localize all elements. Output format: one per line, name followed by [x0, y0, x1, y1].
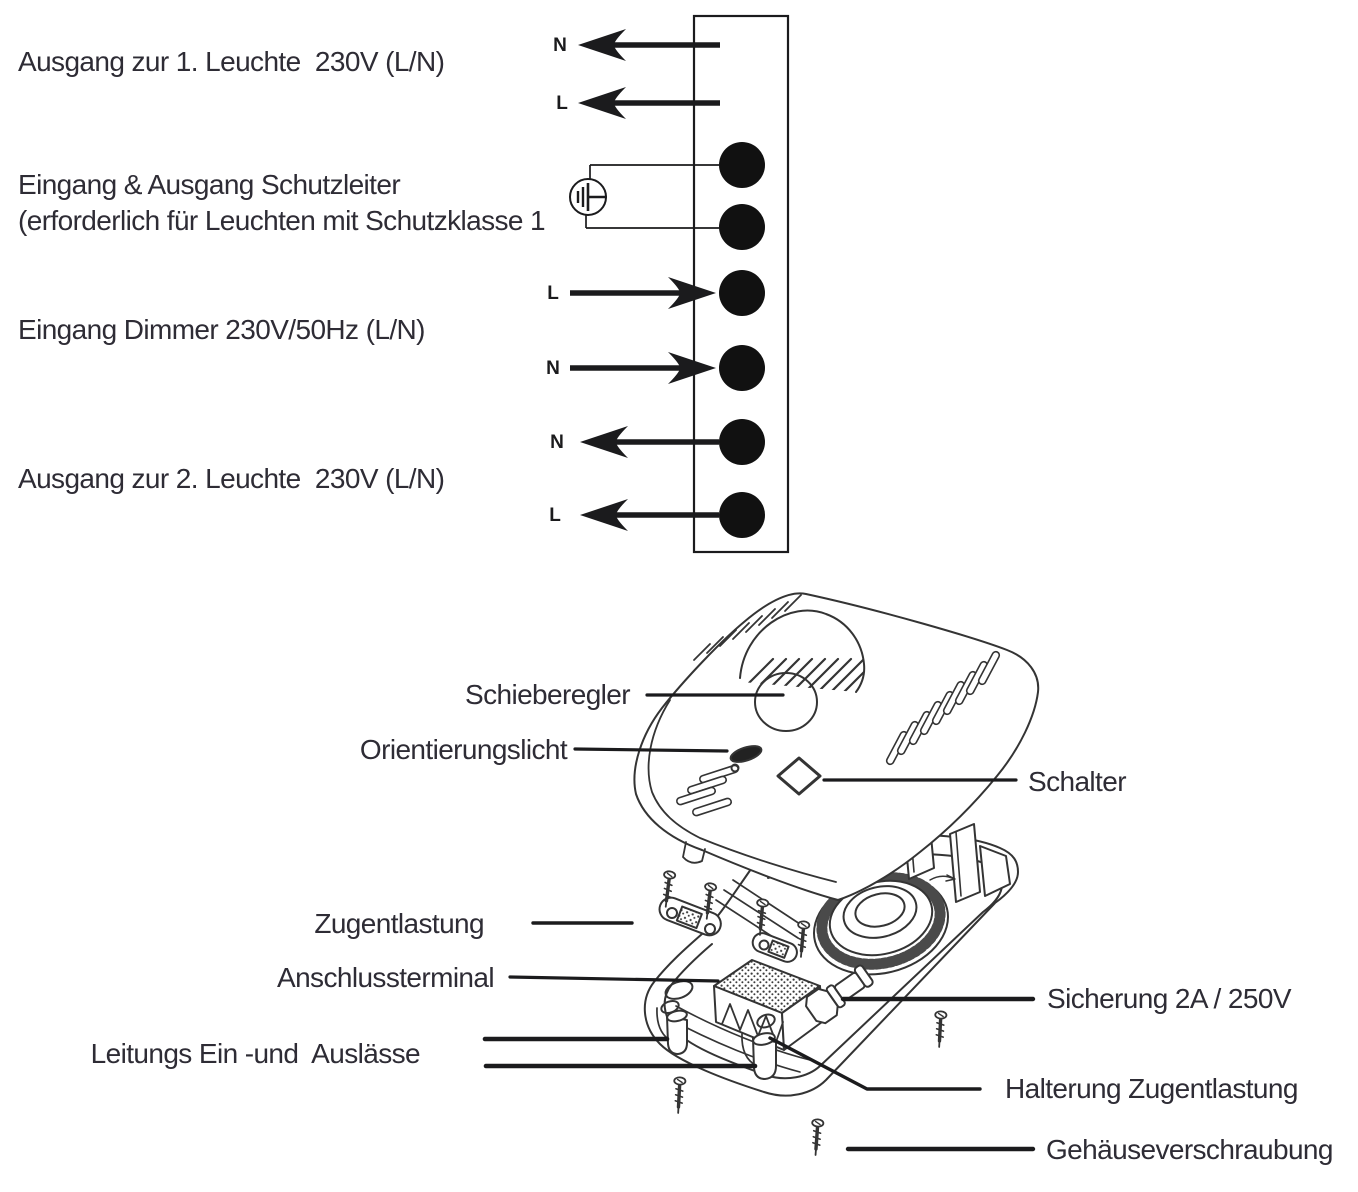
label-housing-screw: Gehäuseverschraubung [1046, 1134, 1333, 1165]
terminal-dot [719, 270, 765, 316]
terminal-dot [719, 492, 765, 538]
label-earth-line1: Eingang & Ausgang Schutzleiter [18, 169, 401, 200]
leader-lines [482, 693, 1036, 1152]
label-slider: Schieberegler [465, 679, 631, 710]
terminal-dot [719, 345, 765, 391]
switch-hole [776, 756, 822, 796]
leader-orientation-light [573, 747, 729, 753]
housing-screw [931, 1009, 949, 1049]
fuse [805, 964, 874, 1025]
housing-screw [808, 1117, 826, 1158]
indicator-dot [730, 763, 740, 773]
terminal-dots [719, 142, 765, 538]
terminal-dot [719, 419, 765, 465]
label-orientation-light: Orientierungslicht [359, 734, 568, 765]
device-drawing [482, 592, 1040, 1158]
label-output2: Ausgang zur 2. Leuchte 230V (L/N) [18, 463, 445, 494]
leader-strain-relief-mount [768, 1036, 982, 1091]
middle-clamp [751, 932, 798, 963]
terminal-dot [719, 204, 765, 250]
leader-terminal [508, 975, 720, 983]
label-cable-io: Leitungs Ein -und Auslässe [90, 1038, 421, 1069]
vent-slats-right [885, 650, 1001, 766]
conductor-arrows [570, 42, 720, 518]
conductor-label-l3: L [549, 505, 561, 526]
label-terminal: Anschlussterminal [277, 962, 495, 993]
floor-arrow-mark [929, 874, 956, 882]
label-input-dimmer: Eingang Dimmer 230V/50Hz (L/N) [18, 314, 425, 345]
strain-relief-clamp [658, 896, 722, 937]
conductor-label-n3: N [550, 432, 564, 453]
label-strain-relief: Zugentlastung [314, 908, 484, 939]
slider-dome [739, 609, 866, 693]
toroidal-coil [813, 872, 949, 976]
label-earth-line2: (erforderlich für Leuchten mit Schutzkla… [18, 205, 546, 236]
conductor-label-n2: N [546, 358, 560, 379]
conductor-label-l2: L [547, 283, 559, 304]
vent-slats-left [676, 764, 739, 817]
wiring-diagram [569, 14, 790, 554]
device-cover [633, 592, 1040, 901]
orientation-light [729, 745, 763, 763]
cover-outline [633, 592, 1040, 901]
cover-bottom-tab [682, 841, 706, 864]
conductor-label-n1: N [553, 35, 567, 56]
terminal-dot [719, 142, 765, 188]
earth-symbol [569, 164, 720, 229]
label-switch: Schalter [1028, 766, 1127, 797]
label-output1: Ausgang zur 1. Leuchte 230V (L/N) [18, 46, 445, 77]
label-strain-relief-mount: Halterung Zugentlastung [1005, 1073, 1298, 1104]
label-fuse: Sicherung 2A / 250V [1047, 983, 1292, 1014]
corner-ribs [693, 594, 802, 661]
housing-screw [670, 1075, 688, 1115]
conductor-label-l1: L [556, 93, 568, 114]
terminal-box [692, 14, 790, 554]
